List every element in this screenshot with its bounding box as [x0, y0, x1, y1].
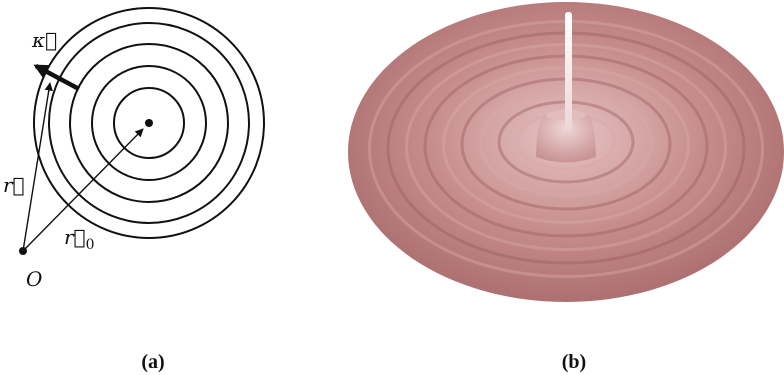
- wavefront-ring: [69, 43, 229, 203]
- r-label: r⃗: [3, 173, 25, 197]
- r0-label: r⃗0: [64, 225, 94, 253]
- kappa-label: κ⃗: [31, 28, 57, 52]
- panel-b-surface-plot: (b): [348, 2, 784, 373]
- kappa-vector: [33, 64, 81, 91]
- origin-label: O: [26, 267, 42, 291]
- wavefront-ring: [48, 22, 250, 224]
- r0-vector: [22, 128, 144, 252]
- r-vector: [22, 82, 53, 252]
- caption-a: (a): [141, 351, 164, 373]
- wavefront-ring: [33, 7, 265, 239]
- central-spike: [565, 12, 572, 130]
- wavefront-ring: [113, 87, 185, 159]
- source-point: [145, 119, 153, 127]
- panel-a-diagram: κ⃗ r⃗ r⃗0 O (a): [3, 7, 265, 373]
- surface-ripples: [368, 20, 764, 278]
- central-bump: [536, 114, 596, 163]
- wavefront-ring: [91, 65, 207, 181]
- caption-b: (b): [562, 351, 586, 373]
- wavefront-rings: [33, 7, 265, 239]
